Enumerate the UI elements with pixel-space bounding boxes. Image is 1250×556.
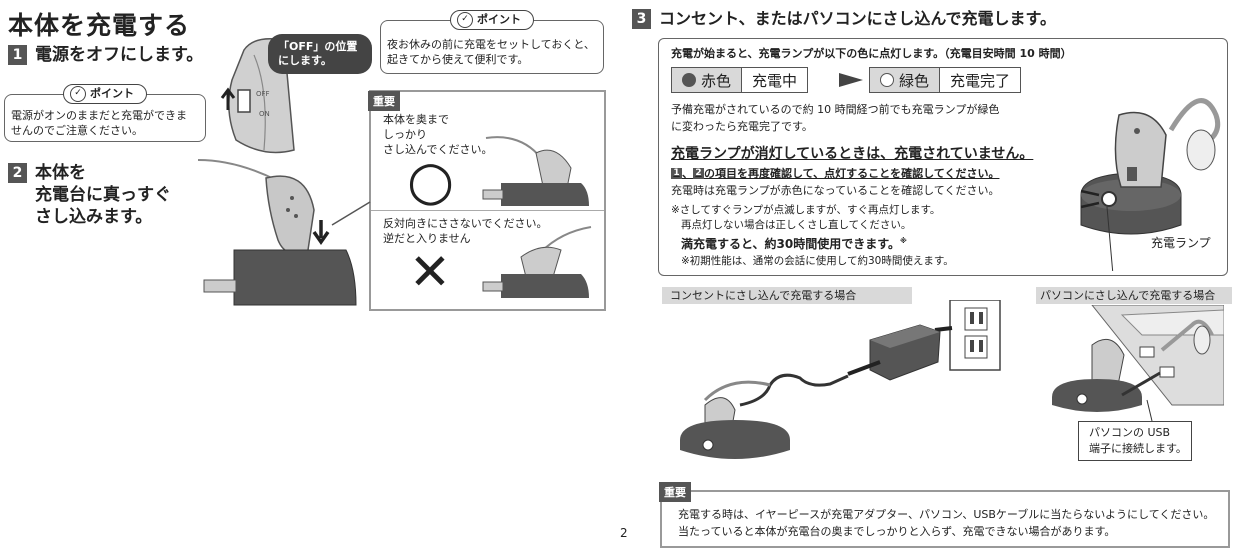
connector-line (331, 201, 371, 226)
point-text-line: 夜お休みの前に充電をセットしておくと、 (387, 38, 595, 51)
lamp-off-warning: 充電ランプが消灯しているときは、充電されていません。 (671, 146, 1034, 162)
green-lamp-icon (880, 73, 894, 87)
step-text-line: 本体を (35, 163, 86, 183)
important-text-line: 反対向きにささないでください。 (383, 217, 548, 230)
confirm-sep: 、 (682, 167, 693, 180)
pre-charge-line: 予備充電がされているので約 10 時間経つ前でも充電ランプが緑色 (671, 103, 1000, 116)
step-number: 3 (632, 9, 651, 29)
step-text-line: 充電台に真っすぐ (35, 185, 171, 205)
confirm-num: 2 (693, 168, 704, 179)
important-text-line: しっかり (383, 128, 427, 141)
point-box-2: ✓ ポイント 夜お休みの前に充電をセットしておくと、 起きてから使えて便利です。 (380, 10, 604, 74)
step-2: 2 本体を 充電台に真っすぐ さし込みます。 (8, 162, 171, 228)
usb-note-line: パソコンの USB (1089, 426, 1171, 439)
off-callout-line: にします。 (278, 54, 332, 67)
lamp-label: 充電ランプ (1151, 236, 1211, 250)
point-box-1: ✓ ポイント 電源がオンのままだと充電ができま せんのでご注意ください。 (4, 84, 206, 142)
step-text: 電源をオフにします。 (35, 45, 204, 65)
important-text-line: 本体を奥まで (383, 113, 449, 126)
charging-label: 充電中 (741, 68, 807, 92)
page-title: 本体を充電する (8, 11, 191, 40)
important-text-line: 逆だと入りません (383, 232, 471, 245)
switch-off-label: OFF (256, 90, 270, 98)
step-1: 1 電源をオフにします。 (8, 44, 203, 66)
switch-on-label: ON (259, 110, 270, 118)
point-icon: ✓ (457, 12, 473, 28)
point-tag-label: ポイント (90, 87, 134, 100)
charge-lamp-box: 充電が始まると、充電ランプが以下の色に点灯します。（充電目安時間 10 時間） … (658, 38, 1228, 276)
arrow-right-icon (839, 73, 863, 87)
pre-charge-line: に変わったら充電完了です。 (671, 120, 813, 133)
usb-note-line: 端子に接続します。 (1089, 442, 1187, 455)
point-text-line: せんのでご注意ください。 (11, 124, 143, 137)
important-label: 重要 (368, 91, 400, 111)
step-number: 1 (8, 45, 27, 65)
step-3: 3 コンセント、またはパソコンにさし込んで充電します。 (632, 8, 1056, 30)
important-text-line: 充電する時は、イヤーピースが充電アダプター、パソコン、USBケーブルに当たらない… (678, 508, 1215, 521)
full-charge-text: 満充電すると、約30時間使用できます。 (681, 237, 901, 251)
point-text-line: 起きてから使えて便利です。 (387, 53, 529, 66)
point-text-line: 電源がオンのままだと充電ができま (11, 109, 187, 122)
point-tag: ✓ ポイント (63, 84, 147, 104)
step-number: 2 (8, 163, 27, 183)
confirm-line: 1 、 2 の項目を再度確認して、点灯することを確認してください。 (671, 165, 999, 181)
important-box-left: 重要 本体を奥まで しっかり さし込んでください。 ○ 反対向きにささないでくだ… (368, 90, 606, 311)
status-green: 緑色 充電完了 (869, 67, 1022, 93)
important-text-line: さし込んでください。 (383, 143, 493, 156)
important-box-right: 重要 充電する時は、イヤーピースが充電アダプター、パソコン、USBケーブルに当た… (659, 482, 1230, 548)
wrong-insertion-illustration (482, 226, 592, 298)
ok-mark: ○ (407, 149, 455, 212)
point-tag-label: ポイント (477, 13, 521, 26)
note-line: ※さしてすぐランプが点滅しますが、すぐ再点灯します。 (671, 204, 941, 216)
full-charge-mark: ※ (900, 237, 907, 245)
outlet-label: コンセントにさし込んで充電する場合 (662, 287, 912, 304)
ng-mark: ✕ (409, 243, 451, 301)
off-callout-line: 「OFF」の位置 (278, 40, 358, 53)
note-line: 再点灯しない場合は正しくさし直してください。 (681, 219, 912, 231)
charge-lamp-illustration (1080, 98, 1221, 271)
complete-label: 充電完了 (939, 68, 1020, 92)
confirm-num: 1 (671, 168, 682, 179)
lamp-intro: 充電が始まると、充電ランプが以下の色に点灯します。（充電目安時間 10 時間） (671, 47, 1072, 60)
footnote: ※初期性能は、通常の会話に使用して約30時間使えます。 (681, 255, 954, 267)
confirm-text: の項目を再度確認して、点灯することを確認してください。 (704, 167, 1000, 180)
red-check-line: 充電時は充電ランプが赤色になっていることを確認してください。 (671, 184, 1000, 197)
important-label: 重要 (659, 482, 691, 502)
status-red: 赤色 充電中 (671, 67, 809, 93)
step-text-line: さし込みます。 (35, 207, 153, 227)
important-text-line: 当たっていると本体が充電台の奥までしっかりと入らず、充電できない場合があります。 (678, 525, 1116, 538)
full-charge-line: 満充電すると、約30時間使用できます。※ (681, 235, 907, 252)
point-tag: ✓ ポイント (450, 10, 534, 30)
charger-insert-illustration (197, 159, 357, 306)
step-text: コンセント、またはパソコンにさし込んで充電します。 (659, 9, 1056, 28)
green-label: 緑色 (899, 71, 930, 90)
red-lamp-icon (682, 73, 696, 87)
pc-label: パソコンにさし込んで充電する場合 (1036, 287, 1232, 304)
point-icon: ✓ (70, 86, 86, 102)
off-callout: 「OFF」の位置 にします。 (268, 34, 372, 74)
usb-note-box: パソコンの USB 端子に接続します。 (1078, 421, 1192, 461)
red-label: 赤色 (701, 71, 732, 90)
outlet-charging-illustration (680, 300, 1001, 459)
correct-insertion-illustration (482, 136, 589, 206)
pc-charging-illustration (1052, 305, 1224, 421)
page-number: 2 (620, 526, 628, 540)
